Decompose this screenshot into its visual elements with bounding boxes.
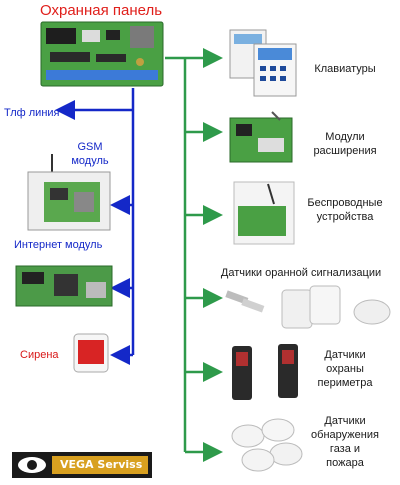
perimeter-sensors-label: Датчики охраны периметра <box>317 349 373 389</box>
gsm-module-image <box>27 154 111 231</box>
page-title: Охранная панель <box>40 2 163 19</box>
alarm-sensors-image <box>225 285 391 329</box>
siren-image <box>73 333 109 373</box>
keypad-image <box>229 29 297 97</box>
gsm-module-label: GSM модуль <box>71 141 109 167</box>
internet-module-label: Интернет модуль <box>14 239 103 251</box>
siren-label: Сирена <box>20 349 59 361</box>
perimeter-sensors-image <box>232 344 298 400</box>
gas-fire-detectors-image <box>231 418 303 472</box>
expansion-module-image <box>229 111 293 163</box>
expansion-modules-label: Модули расширения <box>313 131 377 157</box>
internet-module-image <box>15 265 113 307</box>
phone-line-label: Тлф линия <box>4 107 60 119</box>
keyboards-label: Клавиатуры <box>314 63 376 75</box>
alarm-sensors-label: Датчики оранной сигнализации <box>220 267 382 279</box>
wireless-devices-label: Беспроводные устройства <box>307 197 383 223</box>
logo-text: VEGA Serviss <box>60 458 143 471</box>
control-panel-board-image <box>40 21 164 87</box>
vega-serviss-logo: VEGA Serviss <box>12 452 152 478</box>
gas-fire-sensors-label: Датчики обнаружения газа и пожара <box>311 415 379 469</box>
wireless-device-image <box>233 181 295 245</box>
